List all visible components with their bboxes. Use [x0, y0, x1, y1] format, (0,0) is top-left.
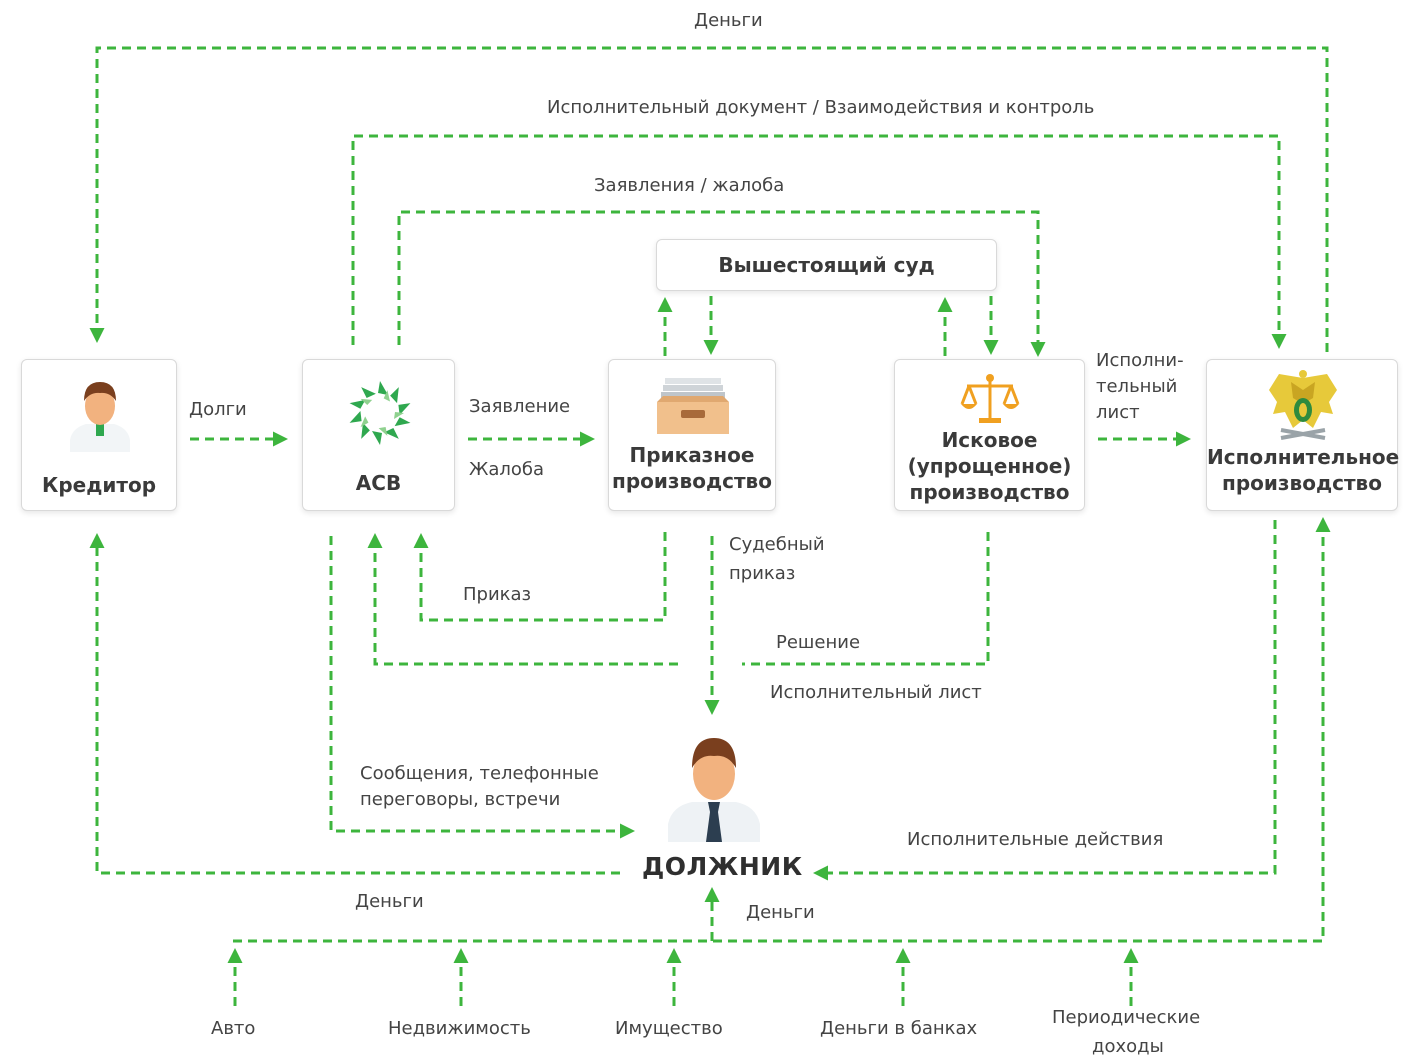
exec-document-label: Исполнительный документ / Взаимодействия…: [547, 97, 1095, 118]
creditor-title: Кредитор: [41, 473, 157, 497]
enforcement-proceedings-title-2: производство: [1222, 471, 1382, 495]
person-icon[interactable]: [664, 732, 764, 842]
order-proceedings-node[interactable]: Приказное производство: [608, 359, 776, 511]
claim-proceedings-title-3: производство: [909, 480, 1070, 504]
enforcement-proceedings-title-1: Исполнительное: [1207, 445, 1400, 469]
eagle-emblem-icon: [1269, 370, 1337, 440]
exec-list-right-label-3: лист: [1096, 402, 1140, 423]
scales-icon: [960, 374, 1020, 423]
court-order-label-1: Судебный: [729, 534, 825, 555]
complaint-label: Жалоба: [469, 459, 545, 480]
exec-list-right-label-2: тельный: [1096, 376, 1178, 397]
money-left-label: Деньги: [355, 891, 424, 912]
statement-label: Заявление: [469, 396, 571, 417]
messages-label-1: Сообщения, телефонные: [360, 763, 599, 784]
exec-list-label: Исполнительный лист: [770, 682, 982, 703]
archive-box-icon: [657, 378, 729, 434]
court-order-label-2: приказ: [729, 563, 796, 584]
exec-actions-label: Исполнительные действия: [907, 829, 1164, 850]
messages-label-2: переговоры, встречи: [360, 789, 561, 810]
claim-proceedings-title-2: (упрощенное): [907, 454, 1072, 478]
order-proceedings-title-2: производство: [612, 469, 772, 493]
order-label: Приказ: [463, 584, 532, 605]
asv-title: АСВ: [355, 471, 402, 495]
exec-list-right-label-1: Исполни-: [1096, 350, 1184, 371]
money-top-label: Деньги: [694, 10, 763, 31]
creditor-node[interactable]: Кредитор: [21, 359, 177, 511]
debts-label: Долги: [189, 399, 247, 420]
asv-node[interactable]: АСВ: [302, 359, 455, 511]
person-icon: [70, 382, 130, 452]
claim-proceedings-node[interactable]: Исковое (упрощенное) производство: [894, 359, 1085, 511]
enforcement-proceedings-node[interactable]: Исполнительное производство: [1206, 359, 1400, 511]
debtor-title[interactable]: ДОЛЖНИК: [642, 852, 803, 881]
asset-property: Имущество: [615, 1018, 723, 1039]
asset-bank-money: Деньги в банках: [820, 1018, 978, 1039]
asset-periodic-income-1: Периодические: [1052, 1007, 1201, 1028]
decision-label: Решение: [776, 632, 861, 653]
order-proceedings-title-1: Приказное: [629, 443, 755, 467]
asset-auto: Авто: [211, 1018, 256, 1039]
asset-periodic-income-2: доходы: [1092, 1036, 1164, 1057]
higher-court-node[interactable]: Вышестоящий суд: [656, 239, 997, 291]
asset-real-estate: Недвижимость: [388, 1018, 531, 1039]
statements-complaint-label: Заявления / жалоба: [594, 175, 785, 196]
asv-logo-icon: [349, 381, 411, 445]
higher-court-title: Вышестоящий суд: [718, 253, 935, 277]
claim-proceedings-title-1: Исковое: [941, 428, 1038, 452]
money-center-label: Деньги: [746, 902, 815, 923]
